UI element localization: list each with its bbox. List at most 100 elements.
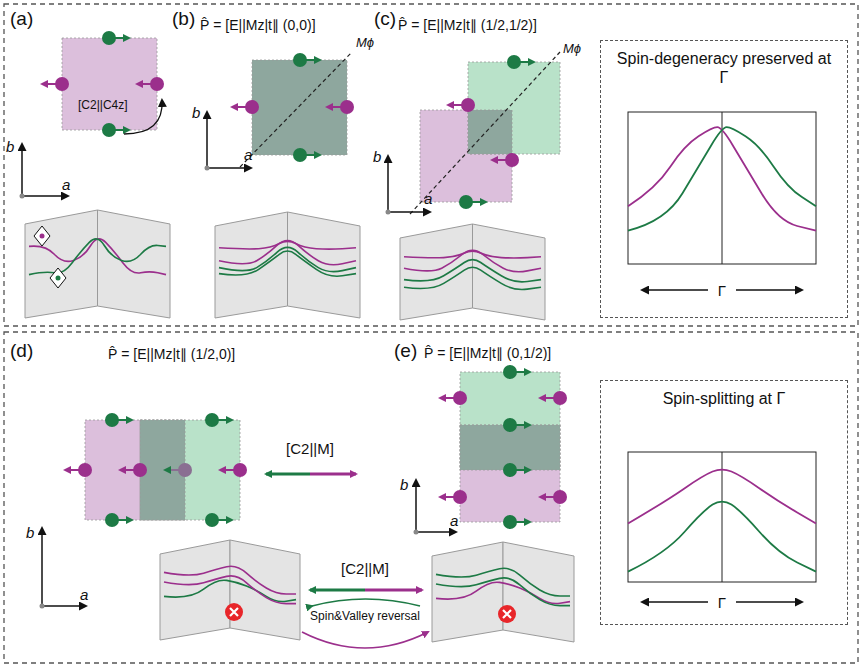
cell-square xyxy=(460,372,560,470)
magnetic-atom xyxy=(553,391,567,405)
magnetic-atom xyxy=(133,463,147,477)
cell-square xyxy=(85,420,185,520)
magnetic-atom xyxy=(55,77,69,91)
k-arrow xyxy=(642,601,708,602)
band-curve xyxy=(628,127,816,230)
magnetic-atom xyxy=(453,490,467,504)
magnetic-atom xyxy=(205,413,219,427)
symmetry-label: [C2||C4z] xyxy=(78,99,128,113)
magnetic-atom xyxy=(507,55,521,69)
magnetic-atom xyxy=(453,391,467,405)
magnetic-atom xyxy=(245,100,259,114)
group-frame xyxy=(4,4,858,326)
magnetic-atom xyxy=(233,463,247,477)
reversal-arrow xyxy=(302,632,428,648)
spin-diamond xyxy=(50,268,66,288)
band-face xyxy=(230,540,300,640)
axis-label: a xyxy=(424,190,432,207)
band-curve xyxy=(29,239,166,275)
axis-label: a xyxy=(244,146,252,163)
magnetic-atom xyxy=(553,490,567,504)
axis-origin xyxy=(414,530,419,535)
forbidden-mark xyxy=(498,605,516,623)
gamma-line xyxy=(722,452,723,582)
axis-origin xyxy=(40,604,45,609)
band-curve xyxy=(436,578,570,606)
inset-panel: Spin-degeneracy preserved at Γ xyxy=(600,40,848,318)
spin-diamond xyxy=(56,276,61,281)
band-curve xyxy=(436,582,570,603)
plot-frame xyxy=(628,112,816,264)
forbidden-mark xyxy=(230,608,238,616)
axis-label: b xyxy=(26,524,34,541)
magnetic-atom xyxy=(293,53,307,67)
magnetic-atom xyxy=(459,195,473,209)
mirror-line xyxy=(240,52,352,167)
axis-origin xyxy=(205,166,210,171)
axis-b xyxy=(415,480,417,532)
forbidden-mark xyxy=(503,610,511,618)
axis-origin xyxy=(20,194,25,199)
axis-label: b xyxy=(192,104,200,121)
magnetic-atom xyxy=(178,463,192,477)
panel-letter: (c) xyxy=(374,8,396,30)
band-curve xyxy=(436,568,570,596)
axis-b xyxy=(206,112,208,168)
axis-label: a xyxy=(450,512,458,529)
axis-label: a xyxy=(62,176,70,193)
axis-b xyxy=(387,156,389,212)
magnetic-atom xyxy=(293,148,307,162)
cell-square xyxy=(140,420,240,520)
operation-label: [C2||M] xyxy=(286,440,334,457)
magnetic-atom xyxy=(78,463,92,477)
band-face xyxy=(215,212,288,318)
transform-arrow xyxy=(310,473,356,476)
magnetic-atom xyxy=(503,365,517,379)
axis-label: b xyxy=(400,476,408,493)
spin-diamond xyxy=(34,226,50,246)
band-face xyxy=(25,210,98,318)
transform-arrow xyxy=(310,589,365,592)
band-curve xyxy=(404,267,541,289)
rotation-arrow xyxy=(124,100,162,134)
magnetic-atom xyxy=(461,98,475,112)
band-face xyxy=(160,540,230,640)
plot-frame xyxy=(628,452,816,582)
magnetic-atom xyxy=(102,123,116,137)
cell-square xyxy=(460,425,560,522)
band-curve xyxy=(164,576,296,604)
cell-square xyxy=(468,110,512,154)
magnetic-atom xyxy=(105,413,119,427)
cell-square xyxy=(62,38,157,130)
k-point: Γ xyxy=(716,282,728,299)
band-face xyxy=(98,210,171,318)
magnetic-atom xyxy=(102,31,116,45)
band-curve xyxy=(404,250,541,271)
band-curve xyxy=(404,260,541,282)
inset-title: Spin-degeneracy preserved at Γ xyxy=(601,41,847,87)
k-arrow xyxy=(736,601,802,602)
reversal-label: Spin&Valley reversal xyxy=(310,610,420,624)
band-curve xyxy=(628,502,816,572)
magnetic-atom xyxy=(505,153,519,167)
magnetic-atom xyxy=(503,418,517,432)
magnetic-atom xyxy=(503,515,517,529)
axis-a xyxy=(207,167,251,169)
band-curve xyxy=(628,470,816,524)
band-curve xyxy=(219,247,356,271)
axis-b xyxy=(21,144,23,196)
axis-a xyxy=(22,195,68,197)
mirror-line xyxy=(410,52,560,214)
spin-diamond xyxy=(40,234,45,239)
operator-label: P̂ = [E||Mz|t∥ (0,1/2)] xyxy=(424,345,551,361)
transform-arrow xyxy=(266,473,310,476)
magnetic-atom xyxy=(150,77,164,91)
forbidden-mark xyxy=(225,603,243,621)
k-arrow xyxy=(736,289,802,290)
mirror-label: Mϕ xyxy=(563,42,581,57)
axis-label: a xyxy=(80,586,88,603)
gamma-line xyxy=(722,112,723,264)
panel-letter: (d) xyxy=(10,340,33,362)
band-curve xyxy=(29,239,166,275)
band-curve xyxy=(404,251,541,258)
